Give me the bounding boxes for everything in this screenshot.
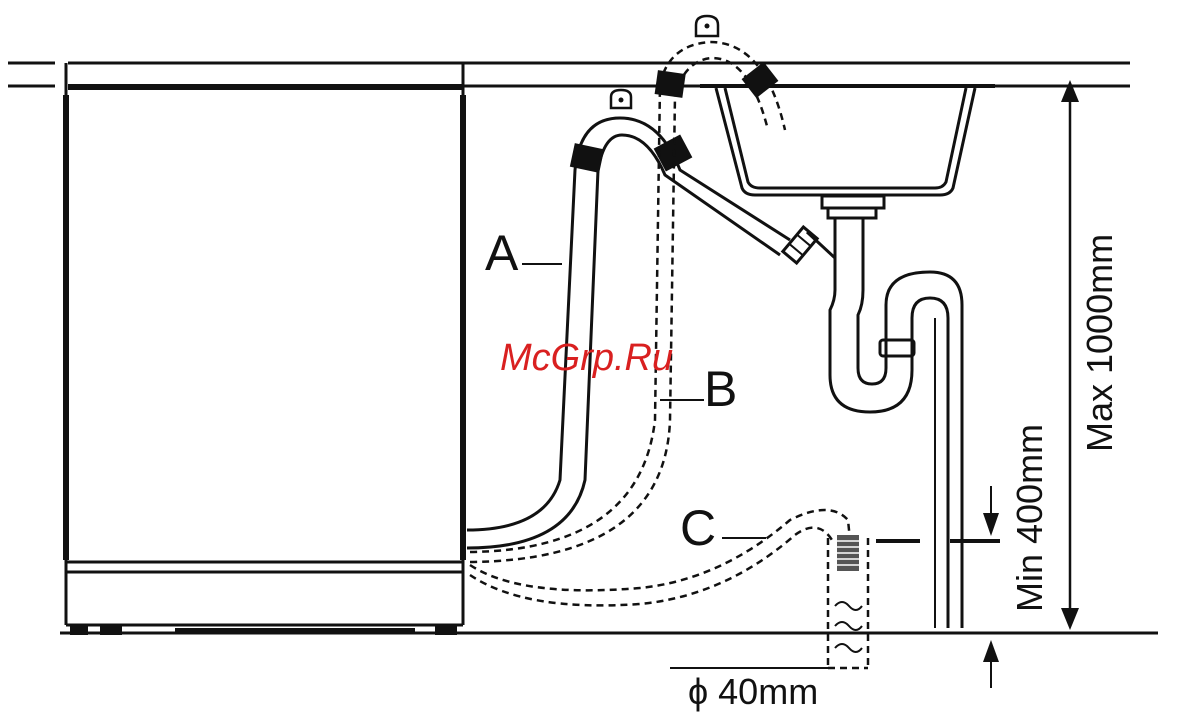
siphon-icon (807, 218, 962, 628)
dimension-arrow-min (983, 486, 999, 688)
sink-icon (700, 86, 995, 218)
label-min-height: Min 400mm (1009, 424, 1050, 612)
dimension-arrow-max (1061, 80, 1079, 630)
dishwasher-icon (66, 63, 463, 635)
watermark: McGrp.Ru (500, 337, 673, 379)
label-hose-a: A (485, 225, 519, 281)
drain-hose-b (470, 16, 785, 562)
drain-hose-a (467, 90, 817, 548)
label-max-height: Max 1000mm (1079, 234, 1120, 452)
label-hose-b: B (704, 361, 737, 417)
label-pipe-diameter: ϕ 40mm (688, 671, 818, 712)
label-hose-c: C (680, 500, 716, 556)
drain-hose-c (470, 510, 850, 605)
